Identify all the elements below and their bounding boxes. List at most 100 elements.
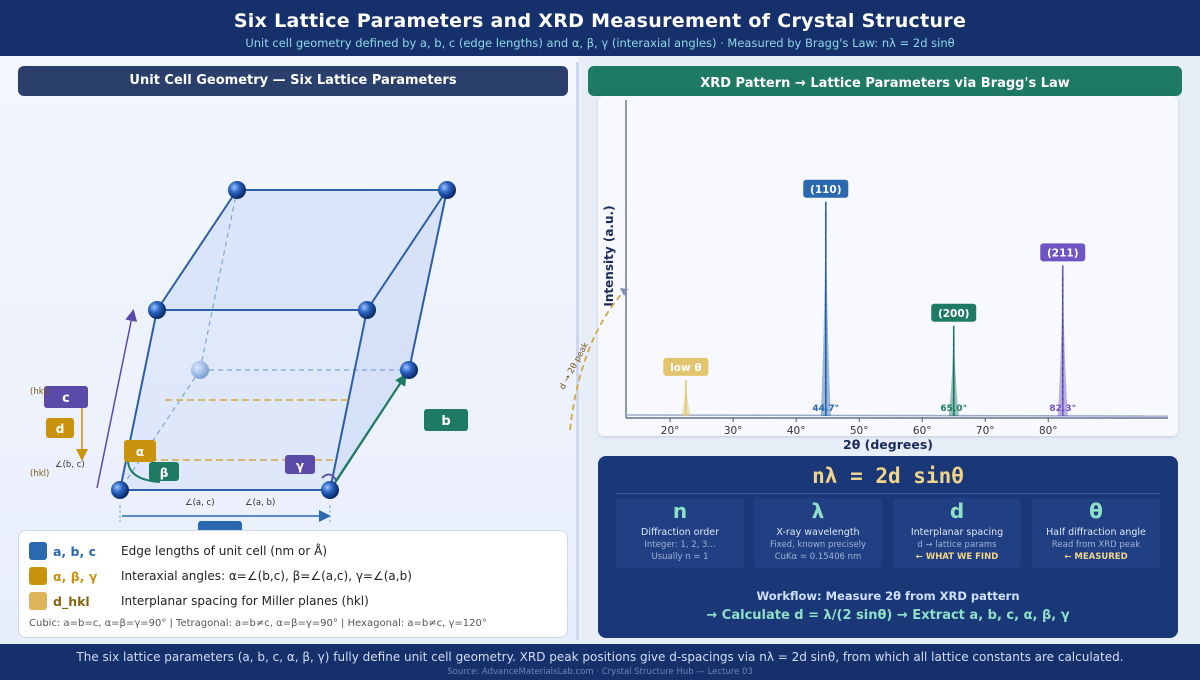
- peak-label-box: [803, 179, 849, 198]
- term-highlight: ← WHAT WE FIND: [915, 552, 999, 562]
- peak-label-box: [663, 357, 709, 376]
- term-symbol: n: [672, 499, 688, 523]
- peak-label-box: [1040, 243, 1086, 262]
- a-label-box: [198, 521, 242, 530]
- peak-label: low θ: [670, 362, 701, 374]
- footer-summary: The six lattice parameters (a, b, c, α, …: [76, 650, 1124, 664]
- atom: [358, 301, 376, 319]
- hkl-label-top: (hkl): [30, 387, 49, 397]
- y-axis-label: Intensity (a.u.): [602, 205, 616, 306]
- footer-bar: The six lattice parameters (a, b, c, α, …: [0, 644, 1200, 680]
- cell-faces: [120, 190, 447, 490]
- beta-arc: [127, 461, 161, 483]
- bragg-equation: nλ = 2d sinθ: [812, 464, 964, 488]
- term-symbol: λ: [811, 499, 825, 523]
- xrd-chart: Intensity (a.u.) 20°30°40°50°60°70°80° l…: [602, 100, 1169, 437]
- legend-footnote: Cubic: a=b=c, α=β=γ=90° | Tetragonal: a=…: [29, 618, 487, 629]
- legend-desc: Interaxial angles: α=∠(b,c), β=∠(a,c), γ…: [121, 569, 412, 583]
- footer-source: Source: AdvanceMaterialsLab.com · Crysta…: [447, 667, 753, 677]
- arrowhead-icon: [620, 288, 628, 296]
- peak-label: (200): [938, 308, 970, 320]
- atom: [111, 481, 129, 499]
- term-name: X-ray wavelength: [776, 527, 860, 538]
- beta-label-box: [149, 462, 179, 481]
- peak-value-label: 82.3°: [1049, 404, 1076, 414]
- x-tick-label: 60°: [913, 425, 932, 436]
- c-label: c: [62, 391, 70, 406]
- visible-edges: [119, 189, 448, 491]
- term-name: Interplanar spacing: [910, 527, 1004, 538]
- x-tick-label: 30°: [724, 425, 743, 436]
- xrd-peaks: low θ 44.7° (110) 65.0° (200) 82.3° (211): [663, 179, 1086, 416]
- d-to-peak-annotation: d → 2θ peak: [558, 288, 628, 431]
- peak-value-label: 44.7°: [812, 404, 839, 414]
- peak-label: (110): [810, 184, 842, 196]
- baseline-line: [625, 414, 1169, 417]
- legend-swatch: [29, 567, 47, 585]
- peak-value-label: 65.0°: [940, 404, 967, 414]
- gamma-arc: [321, 473, 337, 481]
- x-tick-label: 70°: [976, 425, 995, 436]
- hidden-edges: [119, 189, 409, 491]
- lattice-atoms: [111, 181, 456, 499]
- legend-swatch: [29, 592, 47, 610]
- legend-key: α, β, γ: [53, 568, 98, 584]
- x-tick-label: 20°: [661, 425, 680, 436]
- atom: [228, 181, 246, 199]
- term-detail: Read from XRD peak: [1051, 540, 1141, 550]
- beta-label: β: [160, 466, 169, 480]
- legend-row-dspacing: d_hkl Interplanar spacing for Miller pla…: [29, 591, 369, 611]
- gamma-label: γ: [296, 459, 304, 473]
- b-length-arrow: [335, 373, 407, 483]
- legend-desc: Edge lengths of unit cell (nm or Å): [121, 544, 328, 558]
- atom: [400, 361, 418, 379]
- term-name: Half diffraction angle: [1046, 527, 1146, 538]
- page-subtitle: Unit cell geometry defined by a, b, c (e…: [245, 36, 955, 50]
- d-to-peak-curve: [569, 289, 626, 431]
- peak-label: (211): [1047, 247, 1079, 259]
- term-detail: Integer: 1, 2, 3...: [644, 540, 716, 550]
- d-to-peak-label: d → 2θ peak: [558, 341, 591, 392]
- term-detail: Usually n = 1: [651, 552, 709, 562]
- x-ticks: 20°30°40°50°60°70°80°: [661, 418, 1058, 437]
- legend-swatch: [29, 542, 47, 560]
- right-panel-title: XRD Pattern → Lattice Parameters via Bra…: [588, 66, 1182, 96]
- x-tick-label: 50°: [850, 425, 869, 436]
- term-n: n Diffraction order Integer: 1, 2, 3... …: [616, 498, 744, 568]
- legend-row-edges: a, b, c Edge lengths of unit cell (nm or…: [29, 541, 327, 561]
- xrd-chart-panel: Intensity (a.u.) 20°30°40°50°60°70°80° l…: [598, 96, 1178, 452]
- term-detail: CuKα = 0.15406 nm: [774, 552, 862, 562]
- term-highlight: ← MEASURED: [1064, 552, 1128, 562]
- legend-row-angles: α, β, γ Interaxial angles: α=∠(b,c), β=∠…: [29, 566, 412, 586]
- workflow-step-1: Workflow: Measure 2θ from XRD pattern: [756, 589, 1020, 603]
- legend-box: a, b, c Edge lengths of unit cell (nm or…: [18, 530, 568, 638]
- atom: [321, 481, 339, 499]
- angle-bc-label: ∠(b, c): [55, 460, 85, 470]
- bragg-divider: [616, 493, 1160, 494]
- b-label-box: [424, 409, 468, 431]
- xrd-baseline: [625, 414, 1169, 417]
- left-panel-title: Unit Cell Geometry — Six Lattice Paramet…: [18, 66, 568, 96]
- panel-divider: [576, 62, 579, 640]
- angle-ab-label: ∠(a, b): [245, 498, 275, 508]
- x-axis-label: 2θ (degrees): [843, 437, 933, 452]
- term-d: d Interplanar spacing d → lattice params…: [893, 498, 1021, 568]
- term-theta: θ Half diffraction angle Read from XRD p…: [1032, 498, 1160, 568]
- gamma-label-box: [285, 455, 315, 474]
- term-symbol: θ: [1089, 499, 1103, 523]
- alpha-label-box: [124, 440, 156, 462]
- workflow-step-2: → Calculate d = λ/(2 sinθ) → Extract a, …: [706, 608, 1070, 623]
- x-tick-label: 40°: [787, 425, 806, 436]
- d-label: d: [56, 422, 65, 436]
- d-label-box: [46, 418, 74, 438]
- atom-hidden: [191, 361, 209, 379]
- b-label: b: [441, 414, 450, 429]
- term-detail: d → lattice params: [917, 540, 997, 550]
- term-detail: Fixed, known precisely: [770, 540, 866, 550]
- c-length-arrow: [96, 309, 138, 489]
- hkl-label-bottom: (hkl): [30, 469, 49, 479]
- legend-desc: Interplanar spacing for Miller planes (h…: [121, 594, 369, 608]
- page-title: Six Lattice Parameters and XRD Measureme…: [233, 10, 967, 32]
- atom: [148, 301, 166, 319]
- unit-cell-diagram: c d (hkl) (hkl) ∠(b, c) b α β γ ∠(a, c) …: [30, 181, 468, 530]
